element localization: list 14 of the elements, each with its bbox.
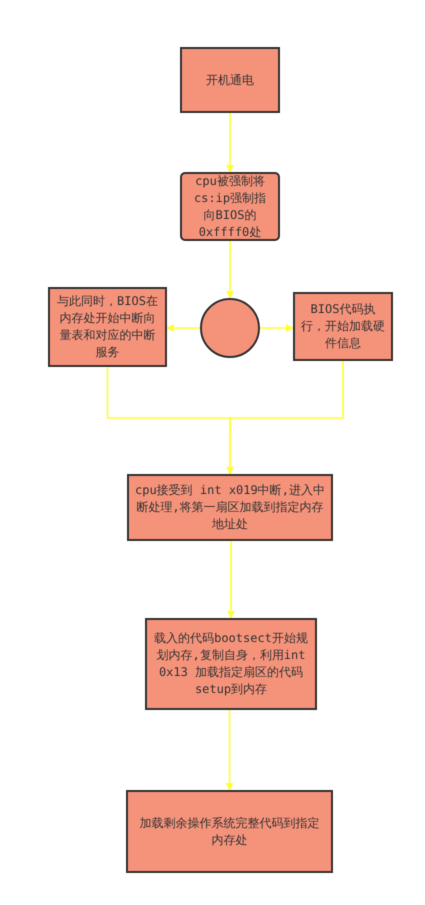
process-box: 载入的代码bootsect开始规划内存,复制自身，利用int 0x13 加载指定扇区的代码setup到内存 xyxy=(145,618,317,710)
process-box: 开机通电 xyxy=(180,47,280,113)
arrow xyxy=(226,241,234,299)
process-box: BIOS代码执行，开始加载硬件信息 xyxy=(293,292,393,361)
arrow xyxy=(226,361,344,475)
process-box: 与此同时，BIOS在内存处开始中断向量表和对应的中断服务 xyxy=(48,287,167,367)
process-box: cpu被强制将cs:ip强制指向BIOS的0xffff0处 xyxy=(180,172,280,241)
arrow xyxy=(227,541,235,619)
process-box: cpu接受到 int x019中断,进入中断处理,将第一扇区加载到指定内存地址处 xyxy=(127,474,333,541)
arrow xyxy=(226,710,234,791)
arrow xyxy=(260,324,294,332)
process-box: 加载剩余操作系统完整代码到指定内存处 xyxy=(126,790,333,873)
arrow xyxy=(166,324,200,332)
arrow xyxy=(226,113,234,173)
